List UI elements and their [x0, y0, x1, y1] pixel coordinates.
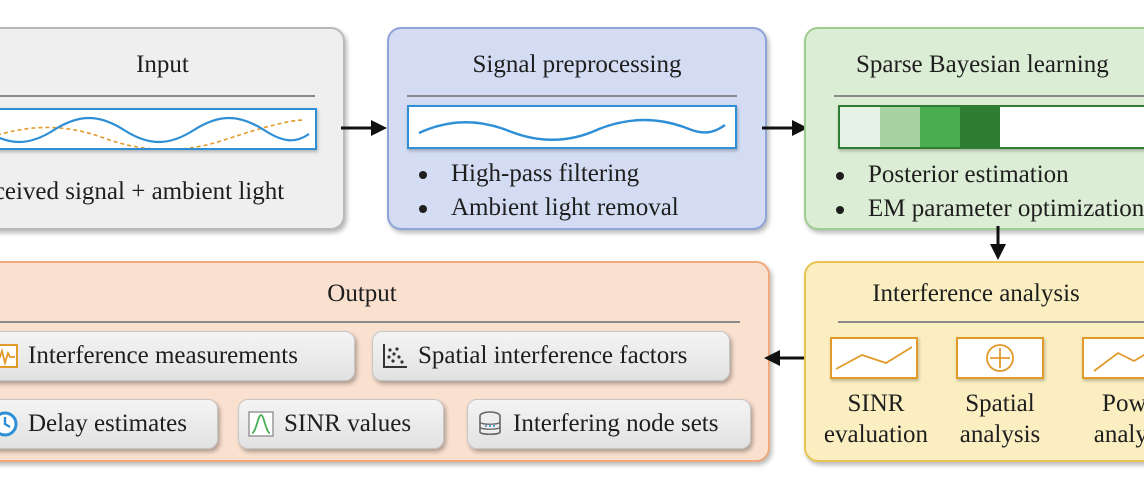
label-line: Spatial: [965, 390, 1035, 417]
interference-box: Interference analysis SINR evaluation Sp…: [804, 261, 1144, 462]
chip-label: SINR values: [284, 410, 412, 437]
label-line: Power: [1102, 390, 1144, 417]
preprocessing-bullet-item: Ambient light removal: [407, 191, 679, 225]
arrow-sbl-to-interference: [990, 226, 1006, 260]
output-chip-spatial-interference-factors: Spatial interference factors: [372, 331, 730, 381]
received-signal-waveform: [0, 117, 310, 148]
output-chip-interfering-node-sets: Interfering node sets: [467, 399, 751, 449]
input-title: Input: [136, 51, 189, 78]
output-title: Output: [327, 280, 397, 307]
chip-label: Delay estimates: [28, 410, 187, 437]
weight-cell: [880, 107, 920, 147]
sbl-bullet-list: Posterior estimation EM parameter optimi…: [824, 158, 1144, 226]
filtered-signal-waveform: [418, 118, 726, 141]
interference-title: Interference analysis: [872, 280, 1080, 307]
scatter-plot-icon: [381, 342, 409, 370]
chip-label: Spatial interference factors: [418, 342, 688, 369]
input-box: Input Received signal + ambient light: [0, 27, 345, 230]
sparse-weights-bar: [838, 105, 1144, 149]
preprocessing-divider: [407, 95, 737, 97]
power-analysis-label: Power analysis: [1074, 388, 1144, 450]
spatial-analysis-label: Spatial analysis: [940, 388, 1060, 450]
label-line: evaluation: [823, 421, 929, 448]
label-line: SINR: [847, 390, 905, 417]
weight-cell: [1000, 107, 1144, 147]
sinr-evaluation-label: SINR evaluation: [816, 388, 936, 450]
weight-cell: [920, 107, 960, 147]
curve-icon: [247, 410, 275, 438]
arrow-interference-to-output: [764, 350, 808, 366]
output-chip-sinr-values: SINR values: [238, 399, 444, 449]
spatial-analysis-panel: [956, 337, 1044, 379]
sbl-bullet-item: Posterior estimation: [824, 158, 1144, 192]
database-icon: [476, 410, 504, 438]
preprocessing-box: Signal preprocessing High-pass filtering…: [387, 27, 767, 230]
label-line: analysis: [1093, 421, 1144, 448]
output-box: Output Interference measurements Spatial…: [0, 261, 770, 462]
input-divider: [0, 95, 315, 97]
sbl-box: Sparse Bayesian learning Posterior estim…: [804, 27, 1144, 230]
clock-icon: [0, 410, 19, 438]
sbl-divider: [834, 95, 1144, 97]
power-analysis-panel: [1082, 337, 1144, 379]
sbl-bullet-item: EM parameter optimization: [824, 192, 1144, 226]
sbl-title: Sparse Bayesian learning: [856, 51, 1109, 78]
line-chart-icon: [835, 346, 913, 370]
crosshair-icon: [986, 344, 1014, 372]
input-caption: Received signal + ambient light: [0, 178, 285, 205]
preprocessing-title: Signal preprocessing: [472, 51, 682, 78]
waveform-icon: [0, 342, 19, 370]
output-chip-interference-measurements: Interference measurements: [0, 331, 355, 381]
chip-label: Interfering node sets: [513, 410, 719, 437]
output-chip-delay-estimates: Delay estimates: [0, 399, 218, 449]
weight-cell: [960, 107, 1000, 147]
chip-label: Interference measurements: [28, 342, 298, 369]
sinr-evaluation-panel: [830, 337, 918, 379]
label-line: analysis: [959, 421, 1041, 448]
preprocessing-bullet-list: High-pass filtering Ambient light remova…: [407, 157, 679, 225]
trend-chart-icon: [1093, 351, 1144, 372]
filtered-signal-strip: [407, 105, 737, 149]
preprocessing-bullet-item: High-pass filtering: [407, 157, 679, 191]
interference-divider: [838, 321, 1144, 323]
arrow-preprocessing-to-sbl: [762, 120, 808, 136]
received-signal-strip: [0, 108, 317, 150]
arrow-input-to-preprocessing: [341, 120, 387, 136]
weight-cell: [840, 107, 880, 147]
output-divider: [0, 321, 740, 323]
